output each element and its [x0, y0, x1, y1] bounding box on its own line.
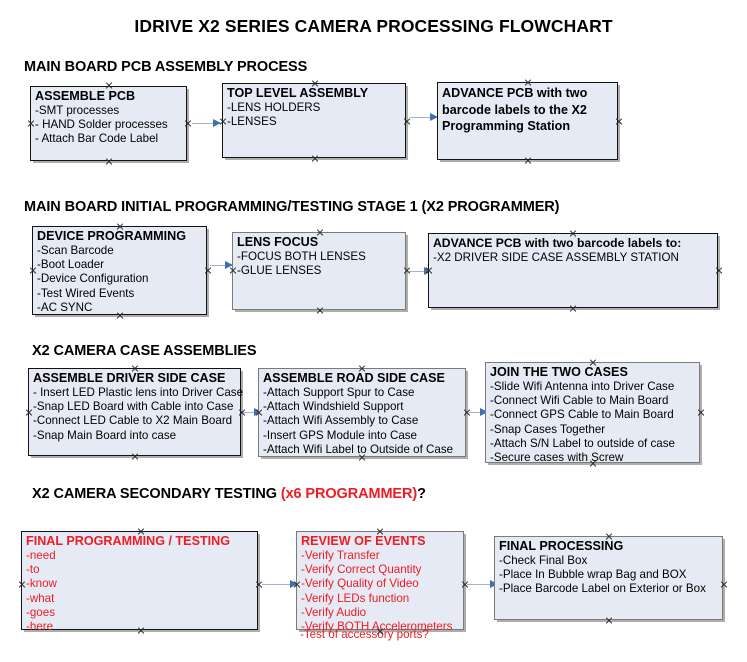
- box-line: -Verify LEDs function: [301, 591, 410, 605]
- process-box-join-the-two-cases[interactable]: JOIN THE TWO CASES -Slide Wifi Antenna i…: [485, 362, 700, 465]
- box-line: - HAND Solder processes: [35, 118, 168, 132]
- box-line: -Snap Cases Together: [490, 422, 606, 436]
- box-title: TOP LEVEL ASSEMBLY: [227, 86, 369, 100]
- box-line: -Insert GPS Module into Case: [263, 428, 418, 442]
- box-title: ASSEMBLE PCB: [35, 89, 136, 103]
- page-title: IDRIVE X2 SERIES CAMERA PROCESSING FLOWC…: [134, 16, 613, 36]
- box-line: -LENS HOLDERS: [227, 101, 321, 114]
- process-box-advance-pcb-station[interactable]: ADVANCE PCB with two barcode labels to t…: [437, 82, 618, 160]
- connector-arrow: [192, 119, 221, 128]
- box-line: -Secure cases with Screw: [490, 451, 624, 465]
- box-line: -Test Wired Events: [37, 286, 135, 300]
- box-line: -FOCUS BOTH LENSES: [237, 250, 366, 263]
- box-title: DEVICE PROGRAMMING: [37, 229, 187, 243]
- process-box-assemble-driver-side-case[interactable]: ASSEMBLE DRIVER SIDE CASE - Insert LED P…: [28, 368, 244, 456]
- box-line: -what: [26, 591, 55, 605]
- box-line: - Attach Bar Code Label: [35, 132, 159, 146]
- box-line: -Boot Loader: [37, 258, 105, 272]
- box-overflow-line: -Test of accessory ports?: [300, 628, 429, 641]
- box-line: -goes: [26, 605, 56, 619]
- box-title: ASSEMBLE DRIVER SIDE CASE: [33, 371, 226, 385]
- box-line: -Attach Wifi Label to Outside of Case: [263, 442, 454, 456]
- section-heading-4: X2 CAMERA SECONDARY TESTING (x6 PROGRAMM…: [32, 486, 426, 502]
- box-line: -Verify BOTH Accelerometers: [301, 620, 453, 634]
- process-box-final-processing[interactable]: FINAL PROCESSING -Check Final Box -Place…: [494, 536, 723, 620]
- box-line: -Place In Bubble wrap Bag and BOX: [499, 568, 687, 582]
- box-line: -X2 DRIVER SIDE CASE ASSEMBLY STATION: [433, 251, 679, 264]
- box-line: -GLUE LENSES: [237, 264, 322, 278]
- box-title: JOIN THE TWO CASES: [490, 365, 628, 379]
- box-line: -Verify Transfer: [301, 549, 380, 562]
- box-line: -Place Barcode Label on Exterior or Box: [499, 582, 706, 596]
- process-box-assemble-pcb[interactable]: ASSEMBLE PCB -SMT processes - HAND Solde…: [30, 86, 187, 161]
- box-line: -Connect GPS Cable to Main Board: [490, 408, 674, 422]
- box-title: ASSEMBLE ROAD SIDE CASE: [263, 371, 445, 385]
- box-line: -Attach Windshield Support: [263, 400, 404, 414]
- connector-arrow: [262, 580, 298, 589]
- section-heading-4-main: X2 CAMERA SECONDARY TESTING: [32, 486, 281, 502]
- box-title: ADVANCE PCB with two barcode labels to t…: [442, 86, 588, 133]
- box-line: -Connect LED Cable to X2 Main Board: [33, 414, 233, 428]
- box-line: -Attach S/N Label to outside of case: [490, 436, 675, 450]
- box-line: -Verify Quality of Video: [301, 577, 419, 591]
- box-line: -Connect Wifi Cable to Main Board: [490, 394, 669, 408]
- process-box-top-level-assembly[interactable]: TOP LEVEL ASSEMBLY -LENS HOLDERS -LENSES: [222, 83, 406, 158]
- process-box-lens-focus[interactable]: LENS FOCUS -FOCUS BOTH LENSES -GLUE LENS…: [232, 232, 406, 310]
- box-line: -to: [26, 563, 40, 577]
- box-line: -Verify Audio: [301, 605, 367, 619]
- box-line: -Attach Wifi Assembly to Case: [263, 414, 419, 428]
- box-line: -here: [26, 620, 54, 634]
- section-heading-4-tail: ?: [417, 486, 426, 502]
- box-line: -Snap Main Board into case: [33, 428, 177, 442]
- box-line: - Insert LED Plastic lens into Driver Ca…: [33, 386, 244, 399]
- process-box-assemble-road-side-case[interactable]: ASSEMBLE ROAD SIDE CASE -Attach Support …: [258, 368, 466, 457]
- box-title: FINAL PROCESSING: [499, 539, 624, 553]
- process-box-final-programming-testing[interactable]: FINAL PROGRAMMING / TESTING -need -to -k…: [21, 531, 258, 633]
- section-heading-1: MAIN BOARD PCB ASSEMBLY PROCESS: [24, 59, 308, 75]
- connector-arrow: [467, 580, 498, 589]
- box-title: REVIEW OF EVENTS: [301, 534, 426, 548]
- box-line: -know: [26, 577, 57, 591]
- section-heading-4-accent: (x6 PROGRAMMER): [280, 486, 418, 502]
- box-title: ADVANCE PCB with two barcode labels to:: [433, 236, 682, 250]
- box-line: -Slide Wifi Antenna into Driver Case: [490, 380, 675, 393]
- section-heading-2: MAIN BOARD INITIAL PROGRAMMING/TESTING S…: [24, 199, 560, 215]
- process-box-advance-pcb-driver-side[interactable]: ADVANCE PCB with two barcode labels to: …: [428, 233, 718, 308]
- box-line: -Snap LED Board with Cable into Case: [33, 400, 234, 414]
- box-line: -Check Final Box: [499, 554, 588, 567]
- connector-arrow: [469, 408, 488, 417]
- connector-arrow: [210, 261, 233, 270]
- process-box-device-programming[interactable]: DEVICE PROGRAMMING -Scan Barcode -Boot L…: [32, 226, 207, 315]
- section-heading-3: X2 CAMERA CASE ASSEMBLIES: [32, 343, 257, 359]
- box-title: LENS FOCUS: [237, 235, 319, 249]
- box-line: -Verify Correct Quantity: [301, 563, 422, 577]
- connector-arrow: [410, 113, 438, 122]
- process-box-review-of-events[interactable]: REVIEW OF EVENTS -Verify Transfer -Verif…: [296, 531, 464, 633]
- box-line: -Scan Barcode: [37, 244, 114, 257]
- box-line: -Device Configuration: [37, 272, 149, 286]
- box-title: FINAL PROGRAMMING / TESTING: [26, 534, 231, 548]
- box-line: -need: [26, 549, 56, 562]
- box-line: -LENSES: [227, 115, 277, 129]
- box-line: -AC SYNC: [37, 300, 93, 314]
- box-line: -Attach Support Spur to Case: [263, 386, 415, 399]
- box-line: -SMT processes: [35, 104, 120, 117]
